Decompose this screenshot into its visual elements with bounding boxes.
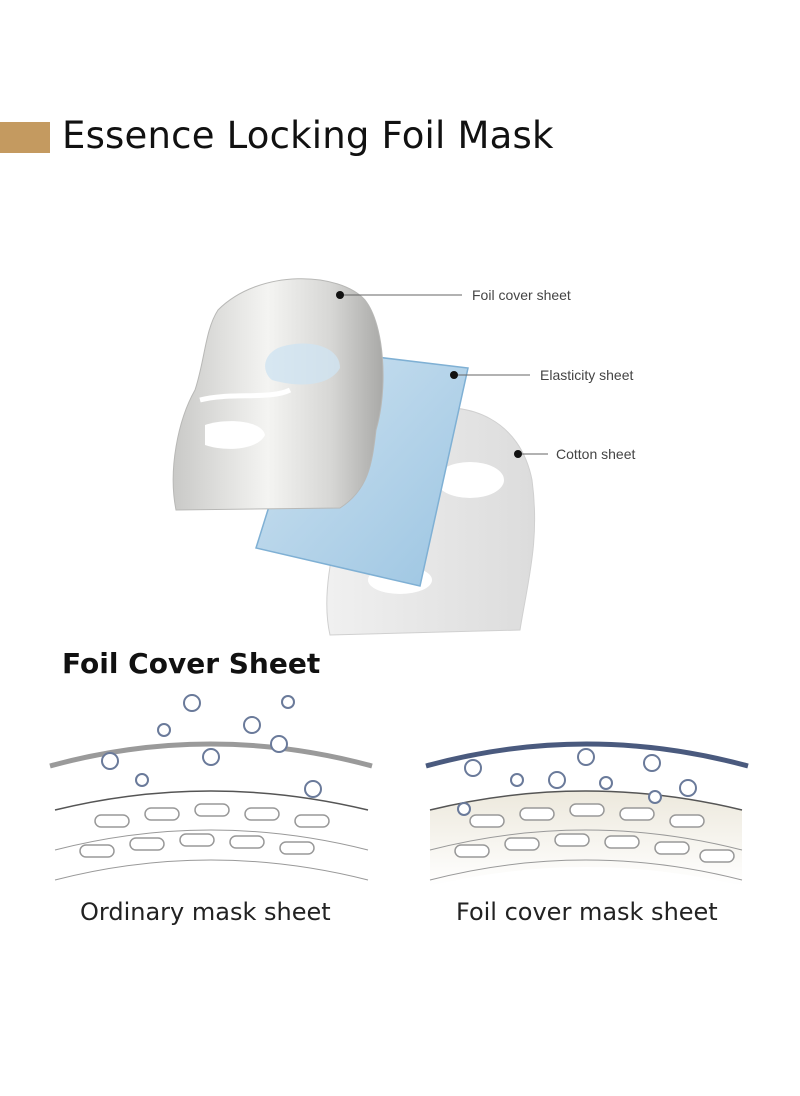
- foil-mask-layer: [425, 741, 749, 769]
- foil-sheet-label: Foil cover sheet: [472, 287, 571, 303]
- callout-leaders: [336, 291, 548, 458]
- ordinary-mask-diagram: [49, 694, 373, 881]
- title-accent-bar: [0, 122, 50, 153]
- foil-mask-caption: Foil cover mask sheet: [456, 898, 718, 926]
- page-title: Essence Locking Foil Mask: [62, 114, 554, 157]
- comparison-illustration: [49, 694, 749, 886]
- foil-mask-diagram: [425, 741, 749, 886]
- elasticity-sheet-label: Elasticity sheet: [540, 367, 634, 383]
- foil-sheet: [172, 278, 384, 511]
- ordinary-mask-caption: Ordinary mask sheet: [80, 898, 331, 926]
- mask-layers-illustration: [172, 278, 548, 636]
- section-title: Foil Cover Sheet: [62, 647, 321, 680]
- ordinary-mask-layer: [49, 741, 373, 769]
- cotton-sheet-label: Cotton sheet: [556, 446, 636, 462]
